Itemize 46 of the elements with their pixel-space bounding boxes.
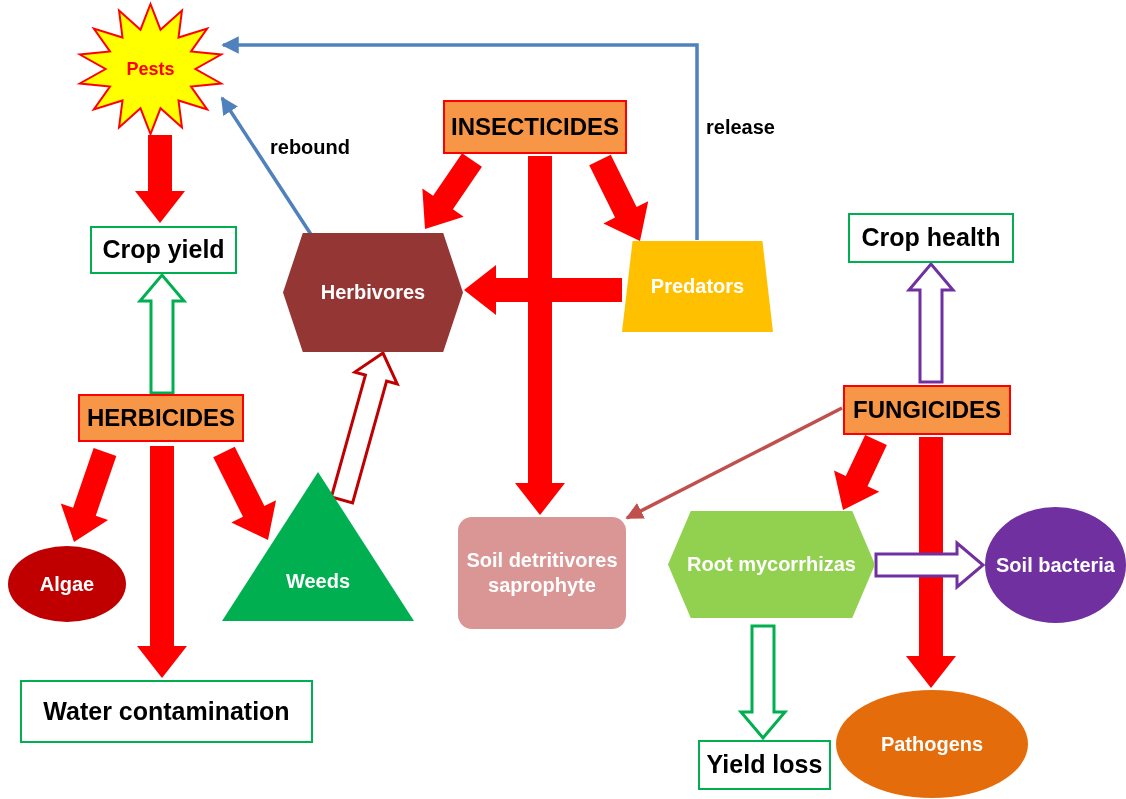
rounded-box — [458, 517, 626, 629]
block-arrow — [515, 156, 565, 515]
node-label: Weeds — [284, 569, 352, 594]
block-arrow — [874, 539, 986, 591]
block-arrow — [834, 434, 887, 510]
arrow — [625, 406, 843, 520]
block-arrow — [136, 272, 188, 395]
block-arrow — [906, 437, 956, 688]
outcome-box — [20, 680, 313, 743]
block-arrow — [329, 350, 400, 505]
trapezoid-shape — [622, 241, 773, 332]
arrow — [221, 36, 699, 240]
starburst-shape — [78, 4, 223, 134]
hexagon-shape — [283, 233, 463, 352]
node-label: Pathogens — [879, 731, 985, 757]
node-label: FUNGICIDES — [852, 395, 1002, 425]
triangle-shape — [222, 472, 414, 621]
block-arrow — [60, 448, 117, 542]
pesticide-box — [78, 394, 244, 442]
block-arrow — [464, 265, 622, 315]
block-arrow — [589, 154, 649, 241]
node-label: Herbivores — [319, 280, 427, 305]
node-label: Crop health — [860, 222, 1002, 254]
node-label: HERBICIDES — [86, 403, 236, 433]
pesticide-box — [843, 385, 1011, 435]
block-arrow — [135, 135, 185, 223]
outcome-box — [848, 213, 1014, 263]
block-arrow — [137, 446, 187, 678]
node-label: Predators — [649, 274, 746, 299]
node-label: Pests — [125, 57, 176, 81]
outcome-box — [90, 226, 237, 274]
pesticide-box — [443, 100, 627, 154]
node-label: Water contamination — [42, 695, 291, 727]
node-label: Soil bacteria — [995, 552, 1116, 578]
node-label: Crop yield — [101, 234, 226, 266]
node-label: Algae — [38, 571, 96, 597]
block-arrow — [213, 446, 277, 540]
node-label: Root mycorrhizas — [686, 552, 857, 577]
node-label: Soil detritivores saprophyte — [465, 548, 619, 598]
block-arrow — [737, 624, 789, 741]
block-arrow — [905, 261, 957, 384]
hexagon-shape — [668, 511, 875, 618]
node-label: Yield loss — [705, 749, 824, 781]
block-arrow — [422, 153, 482, 229]
outcome-box — [698, 740, 831, 790]
node-label: INSECTICIDES — [450, 112, 620, 142]
